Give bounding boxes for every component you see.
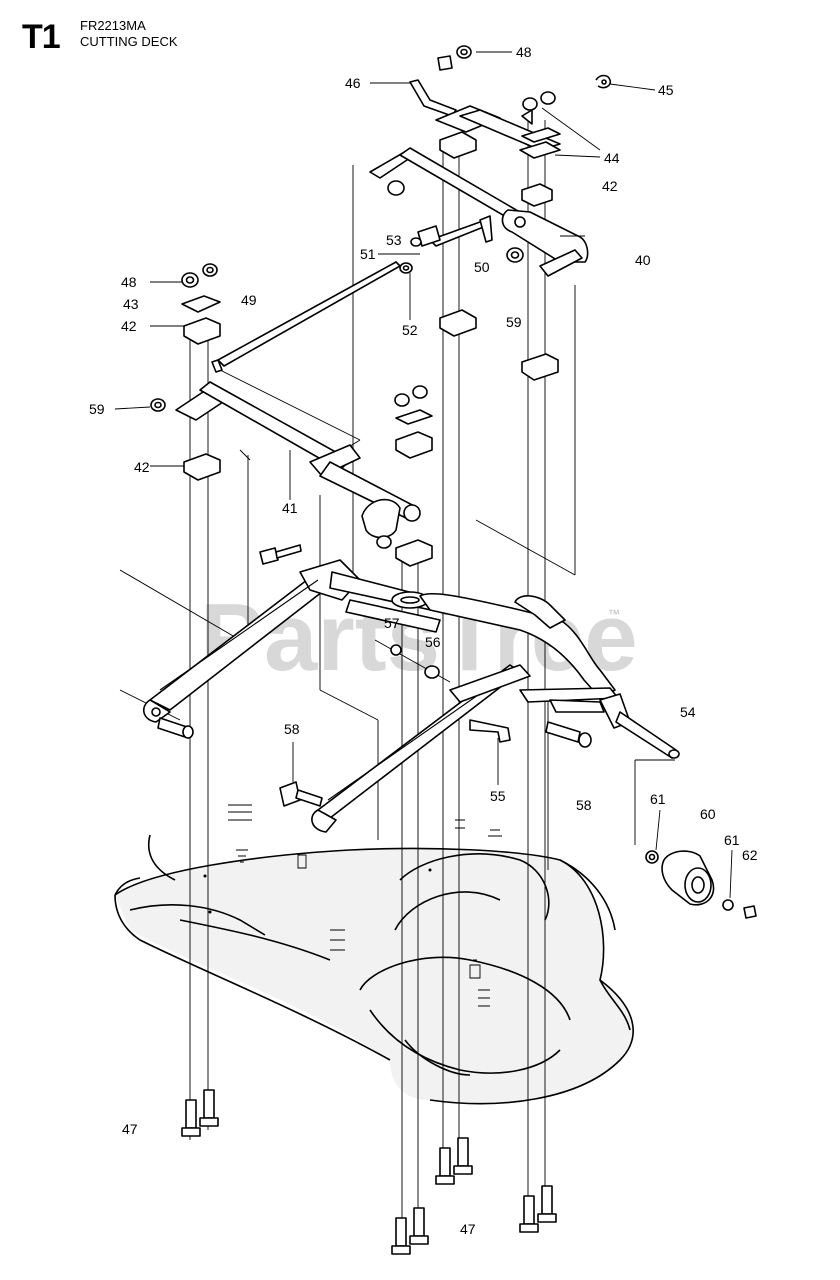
- callout-60: 60: [700, 806, 716, 822]
- nut-56: [390, 644, 440, 679]
- callout-46: 46: [345, 75, 361, 91]
- callout-45: 45: [658, 82, 674, 98]
- bolt-47-left: [181, 1089, 219, 1137]
- bracket-54: [519, 687, 680, 759]
- diagram-title: CUTTING DECK: [80, 34, 178, 49]
- nut-44: [519, 91, 561, 159]
- washer-59-left: [150, 398, 166, 412]
- callout-48-left: 48: [121, 274, 137, 290]
- callout-44: 44: [604, 150, 620, 166]
- callout-57: 57: [384, 615, 400, 631]
- bolt-47-right: [519, 1185, 557, 1233]
- callout-42: 42: [602, 178, 618, 194]
- bolt-58-right: [545, 721, 592, 748]
- bracket-46: [409, 79, 457, 117]
- watermark-trademark: ™: [608, 607, 620, 621]
- lift-arm-rear: [311, 664, 531, 833]
- bolt-47-center: [435, 1137, 473, 1185]
- callout-51: 51: [360, 246, 376, 262]
- callout-42-left-lower: 42: [134, 459, 150, 475]
- callout-61-right: 61: [724, 832, 740, 848]
- front-lift-shaft-41: [175, 381, 421, 549]
- wheel-60: [645, 850, 757, 919]
- section-code: T1: [22, 18, 61, 56]
- bolt-47-bottom: [391, 1207, 429, 1255]
- clamps-center-stack: [394, 385, 433, 567]
- callout-56: 56: [425, 634, 441, 650]
- callout-62: 62: [742, 847, 758, 863]
- bolt-58-left: [279, 781, 323, 807]
- clip-45: [595, 74, 612, 89]
- plate-43: [181, 295, 221, 313]
- leader-lines: [114, 51, 733, 899]
- callout-58-left: 58: [284, 721, 300, 737]
- adjuster-assembly-50-53: [399, 215, 493, 274]
- nut-48-top: [437, 45, 472, 71]
- callout-53: 53: [386, 232, 402, 248]
- bolt-left-arm: [157, 544, 302, 739]
- callout-43: 43: [123, 296, 139, 312]
- clamp-42-left-lower: [183, 453, 221, 481]
- callout-47-bottom: 47: [460, 1221, 476, 1237]
- rear-lift-shaft-40: [369, 147, 589, 277]
- callout-58-right: 58: [576, 797, 592, 813]
- callout-42-left-upper: 42: [121, 318, 137, 334]
- cutting-deck-housing: [114, 804, 634, 1105]
- clamp-42-left-upper: [183, 317, 221, 345]
- callout-47-left: 47: [122, 1121, 138, 1137]
- callout-labels: 48 46 45 44 42 40 53 51 50 48 43 42 49 5…: [89, 44, 758, 1237]
- callout-40: 40: [635, 252, 651, 268]
- clamp-59-right: [521, 353, 559, 381]
- callout-59-left: 59: [89, 401, 105, 417]
- callout-48: 48: [516, 44, 532, 60]
- clamp-42-upper-right: [521, 183, 553, 207]
- model-number: FR2213MA: [80, 18, 146, 33]
- callout-54: 54: [680, 704, 696, 720]
- callout-61: 61: [650, 791, 666, 807]
- callout-41: 41: [282, 500, 298, 516]
- callout-50: 50: [474, 259, 490, 275]
- clamp-42-center: [439, 309, 477, 337]
- nut-48-left: [181, 263, 218, 288]
- callout-59-right: 59: [506, 314, 522, 330]
- callout-49: 49: [241, 292, 257, 308]
- rod-49: [211, 261, 401, 373]
- callout-55: 55: [490, 788, 506, 804]
- callout-52: 52: [402, 322, 418, 338]
